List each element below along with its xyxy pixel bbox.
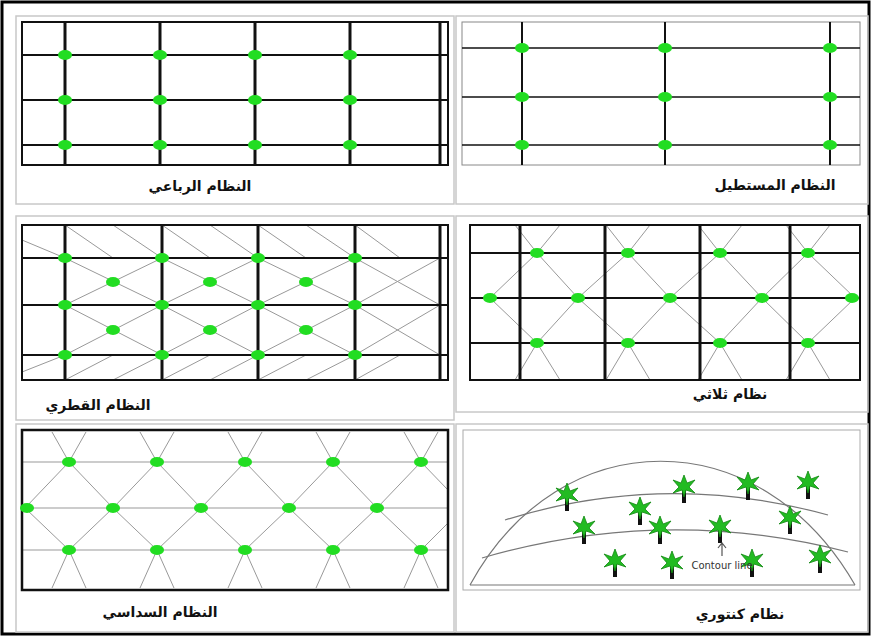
system-caption: النظام المستطيل (711, 177, 838, 194)
system-caption: نظام كنتوري (693, 606, 788, 623)
system-caption: النظام القطري (42, 397, 153, 414)
callout-label: Contour line (688, 560, 755, 572)
system-caption: النظام الرباعي (146, 178, 255, 195)
system-caption: نظام ثلاثي (690, 386, 771, 403)
system-caption: النظام السداسي (100, 604, 221, 621)
